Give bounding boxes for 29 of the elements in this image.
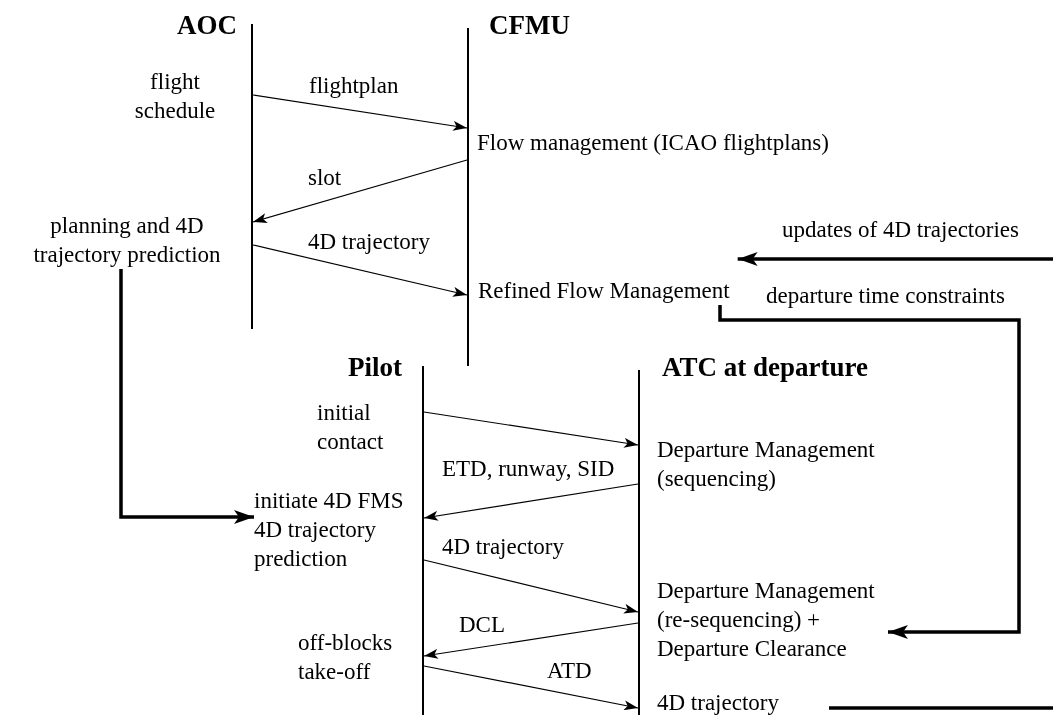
activity-note: Departure Management (re-sequencing) + Departure Clearance (657, 576, 882, 663)
arrow (423, 411, 639, 448)
activity-note: 4D trajectory (657, 691, 779, 714)
arrow (423, 483, 639, 521)
arrow (423, 665, 639, 711)
arrow (423, 622, 639, 659)
arrow (252, 244, 468, 297)
arrow (252, 94, 468, 131)
lifeline (251, 24, 253, 329)
arrow (423, 559, 639, 614)
lifeline-header: AOC (177, 10, 237, 40)
lifeline (638, 370, 640, 715)
arrow (119, 269, 254, 524)
activity-note: planning and 4D trajectory prediction (8, 211, 246, 269)
arrow (718, 305, 1021, 639)
activity-note: initial contact (317, 398, 417, 456)
lifeline-header: CFMU (489, 10, 570, 40)
activity-note: Refined Flow Management (478, 276, 730, 305)
arrow (737, 252, 1053, 266)
lifeline-header: ATC at departure (662, 352, 868, 382)
activity-note: Flow management (ICAO flightplans) (477, 128, 829, 157)
lifeline (467, 28, 469, 366)
lifeline (422, 366, 424, 715)
activity-note: flight schedule (125, 67, 225, 125)
activity-note: Departure Management (sequencing) (657, 435, 897, 493)
arrow (252, 159, 468, 223)
activity-note: off-blocks take-off (298, 628, 408, 686)
lifeline-header: Pilot (348, 352, 402, 382)
activity-note: initiate 4D FMS 4D trajectory prediction (254, 486, 419, 573)
